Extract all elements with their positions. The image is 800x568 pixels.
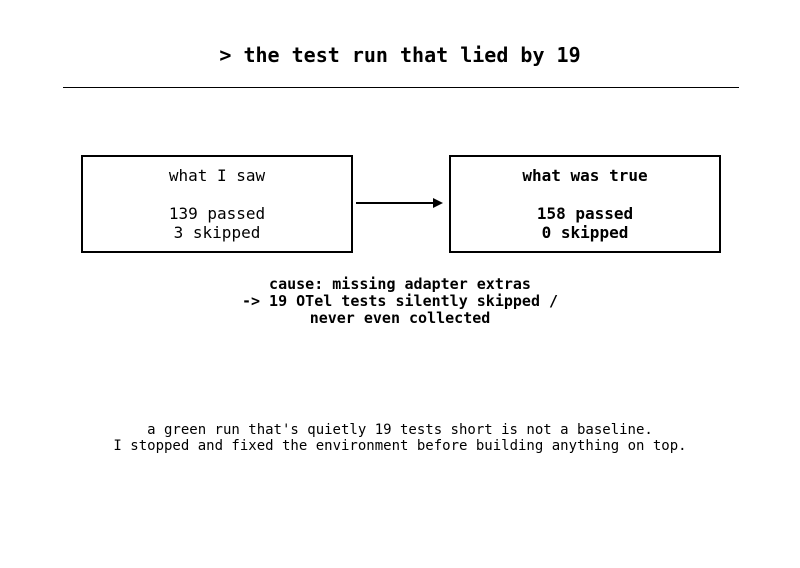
page-title: > the test run that lied by 19 <box>219 43 581 67</box>
conclusion-note: a green run that's quietly 19 tests shor… <box>0 422 800 454</box>
cause-explanation: cause: missing adapter extras -> 19 OTel… <box>0 276 800 327</box>
actual-passed-count: 158 passed <box>536 204 634 223</box>
conclusion-line: I stopped and fixed the environment befo… <box>113 438 687 454</box>
actual-heading: what was true <box>522 166 648 185</box>
right-arrow-icon <box>356 198 443 208</box>
title-divider <box>63 87 739 88</box>
conclusion-line: a green run that's quietly 19 tests shor… <box>147 422 653 438</box>
observed-passed-count: 139 passed <box>168 204 266 223</box>
actual-skipped-count: 0 skipped <box>541 223 629 242</box>
cause-line: -> 19 OTel tests silently skipped / <box>241 292 559 310</box>
cause-line: cause: missing adapter extras <box>269 275 531 293</box>
actual-result-box: what was true 158 passed 0 skipped <box>449 155 721 253</box>
cause-line: never even collected <box>309 309 491 327</box>
observed-skipped-count: 3 skipped <box>173 223 261 242</box>
observed-result-box: what I saw 139 passed 3 skipped <box>81 155 353 253</box>
observed-heading: what I saw <box>168 166 266 185</box>
